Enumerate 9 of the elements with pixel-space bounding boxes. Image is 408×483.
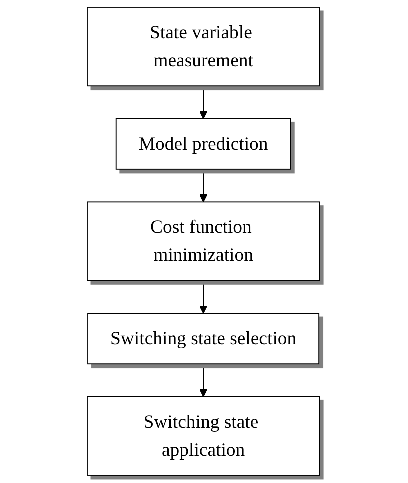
arrow (200, 364, 208, 398)
node-box: State variable measurement (87, 7, 321, 87)
node-box: Switching state selection (88, 313, 320, 365)
node-box: Model prediction (116, 118, 292, 170)
arrow (200, 168, 208, 203)
arrow (200, 280, 208, 314)
arrow (200, 86, 208, 120)
node-box: Cost function minimization (87, 202, 321, 282)
node-box: Switching state application (87, 396, 321, 476)
